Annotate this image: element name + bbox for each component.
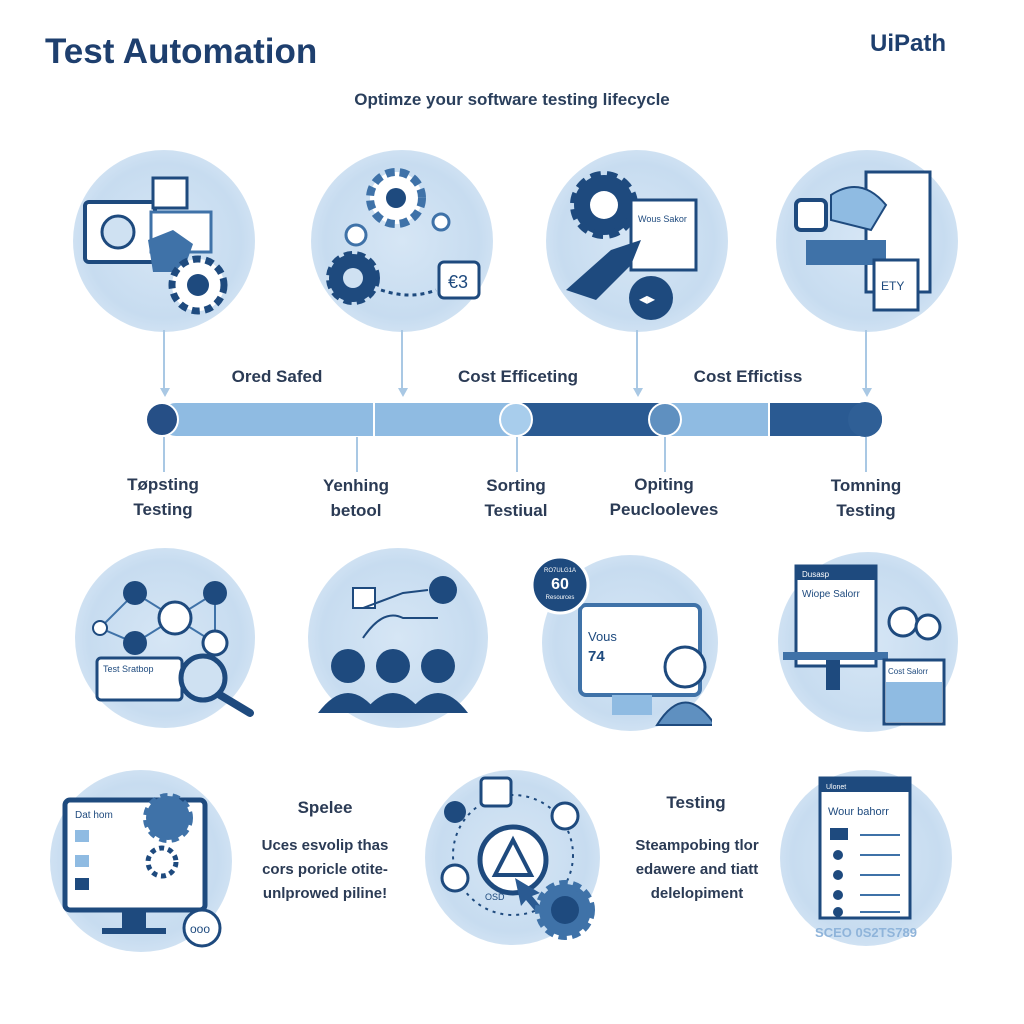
page-title: Test Automation xyxy=(45,32,318,71)
timeline-segment xyxy=(160,403,375,436)
connector-line xyxy=(401,330,403,392)
mid-illustration-4: Dusasp Wiope Salorr Cost Salorr xyxy=(778,552,958,732)
report-title: Wiope Salorr xyxy=(802,589,860,600)
handshake-documents-icon: ETY xyxy=(794,170,932,312)
bottom-illustration-3: Ulonet Wour bahorr SCEO 0S2TS789 xyxy=(780,770,952,946)
cost-card-title: Cost Salorr xyxy=(888,667,928,676)
step-line1: Tomning xyxy=(830,476,902,495)
subtitle: Optimze your software testing lifecycle xyxy=(354,90,670,109)
connector-line xyxy=(664,437,666,472)
timeline-top-label: Cost Effictiss xyxy=(693,367,803,386)
timeline-node xyxy=(648,402,682,437)
connector-line xyxy=(356,437,358,472)
connector-line xyxy=(865,330,867,392)
top-illustration-3: Wous Sakor ◂▸ xyxy=(546,150,728,332)
timeline-segment xyxy=(375,403,515,436)
section-line: Uces esvolip thas xyxy=(261,837,389,854)
mid-illustration-1: Test Sratbop xyxy=(75,548,255,728)
doc-header: Ulonet xyxy=(826,784,846,791)
top-illustration-2: €3 xyxy=(311,150,493,332)
monitor-label: Vous xyxy=(588,629,617,644)
gear-hand-document-icon: Wous Sakor ◂▸ xyxy=(566,171,698,320)
connector-line xyxy=(865,437,867,472)
mid-illustration-2 xyxy=(308,548,488,728)
cycle-pointer-gear-icon: OSD xyxy=(440,776,595,940)
step-line1: Yenhing xyxy=(322,476,390,495)
step-line2: Testiual xyxy=(484,501,548,520)
connector-line xyxy=(516,437,518,472)
timeline-step-2: Yenhing betool xyxy=(323,473,389,523)
doc-footer-code: SCEO 0S2TS789 xyxy=(815,925,917,940)
section-text: Uces esvolip thas cors poricle otite- un… xyxy=(262,834,389,906)
team-users-icon xyxy=(318,576,468,713)
arrow-down-icon xyxy=(160,388,170,397)
report-robot-icon: Dusasp Wiope Salorr Cost Salorr xyxy=(783,564,946,726)
brand-logo: UiPath xyxy=(870,30,947,57)
step-line1: Opiting xyxy=(634,475,694,494)
timeline-node xyxy=(848,402,882,437)
timeline-segment xyxy=(515,403,665,436)
arrow-down-icon xyxy=(398,388,408,397)
step-line2: Testing xyxy=(836,501,896,520)
doc-title-text: Wous Sakor xyxy=(638,214,687,224)
top-illustration-4: ETY xyxy=(776,150,958,332)
top-illustration-1 xyxy=(73,150,255,332)
report-header: Dusasp xyxy=(802,570,830,579)
section-heading: Testing xyxy=(666,793,726,812)
step-line1: Tøpsting xyxy=(127,475,199,494)
section-line: edawere and tiatt xyxy=(635,861,759,878)
network-search-icon: Test Sratbop xyxy=(92,581,254,717)
timeline-node xyxy=(499,402,533,437)
dashboard-label: Dat hom xyxy=(75,810,113,821)
section-text: Steampobing tlor edawere and tiatt delel… xyxy=(635,834,758,906)
arrow-down-icon xyxy=(633,388,643,397)
connector-line xyxy=(163,437,165,472)
svg-text:ooo: ooo xyxy=(190,922,210,936)
timeline-node xyxy=(145,402,179,437)
doc-label: ETY xyxy=(881,279,904,293)
document-checklist-icon: Ulonet Wour bahorr SCEO 0S2TS789 xyxy=(815,776,917,940)
step-line2: Peuclooleves xyxy=(609,500,719,519)
svg-text:€3: €3 xyxy=(448,272,468,292)
section-line: cors poricle otite- xyxy=(262,861,388,878)
section-line: unlprowed piline! xyxy=(262,885,388,902)
cycle-label: OSD xyxy=(485,892,505,902)
timeline-top-label: Cost Efficeting xyxy=(458,367,578,386)
arrow-down-icon xyxy=(862,388,872,397)
badge-top: RO7ULG1A xyxy=(544,568,576,574)
dashboard-monitor-icon: Dat hom ooo xyxy=(62,793,222,948)
section-line: Steampobing tlor xyxy=(635,837,759,854)
step-line2: betool xyxy=(330,501,382,520)
connector-line xyxy=(163,330,165,392)
monitor-user-icon: Vous 74 RO7ULG1A 60 Resources xyxy=(530,555,712,726)
badge-bottom: Resources xyxy=(546,595,575,601)
gears-workflow-icon: €3 xyxy=(326,168,481,305)
mid-illustration-3: Vous 74 RO7ULG1A 60 Resources xyxy=(530,555,718,731)
card-title: Test Sratbop xyxy=(103,664,154,674)
svg-text:◂▸: ◂▸ xyxy=(639,291,655,308)
badge-value: 60 xyxy=(551,576,569,593)
step-line2: Testing xyxy=(133,500,193,519)
section-line: delelopiment xyxy=(650,885,744,902)
bottom-illustration-2: OSD xyxy=(425,770,600,945)
bottom-illustration-1: Dat hom ooo xyxy=(50,770,232,952)
timeline-top-label: Ored Safed xyxy=(231,367,323,386)
section-heading: Spelee xyxy=(297,798,353,817)
timeline-segment xyxy=(665,403,770,436)
monitor-value: 74 xyxy=(588,648,605,665)
robot-gear-screen-icon xyxy=(83,176,228,315)
doc-title: Wour bahorr xyxy=(828,806,889,818)
connector-line xyxy=(636,330,638,392)
step-line1: Sorting xyxy=(486,476,546,495)
